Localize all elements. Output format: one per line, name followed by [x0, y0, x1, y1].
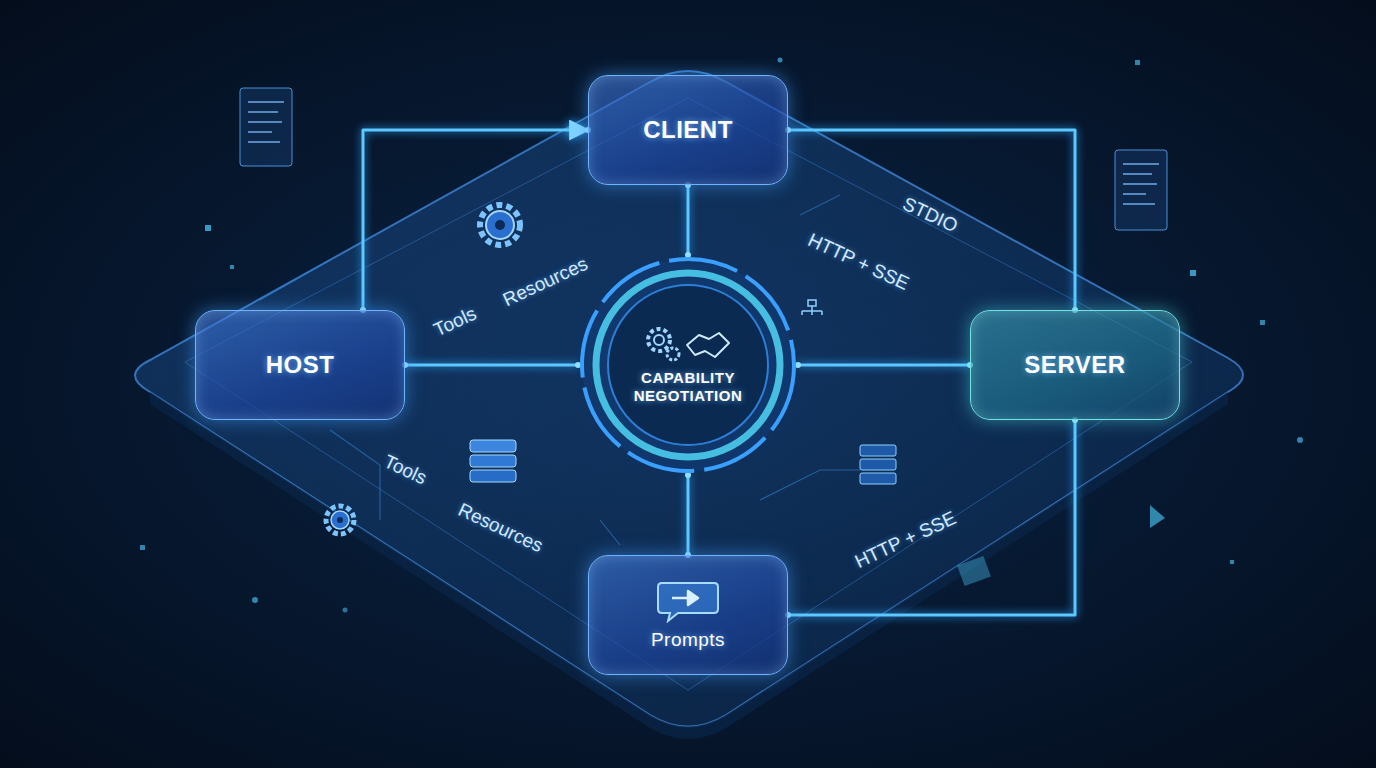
- node-text: Prompts: [651, 629, 725, 651]
- connector: [687, 475, 690, 555]
- prompts-box: Prompts: [588, 555, 788, 675]
- connector: [687, 185, 690, 255]
- node-text: CLIENT: [643, 116, 733, 144]
- client-box: CLIENT: [588, 75, 788, 185]
- connector: [798, 364, 970, 367]
- connector: [405, 364, 578, 367]
- platform: [135, 71, 1243, 739]
- connector: [788, 130, 1075, 310]
- network-icon: [802, 300, 822, 315]
- host-box: HOST: [195, 310, 405, 420]
- server-rack-icon: [860, 445, 896, 484]
- node-text: SERVER: [1024, 351, 1125, 379]
- node-text: HOST: [266, 351, 335, 379]
- gear-icon: [326, 506, 354, 534]
- negotiation-circle: CAPABILITY NEGOTIATION: [578, 255, 798, 475]
- prompt-bubble-icon: [656, 579, 720, 623]
- node-text: CAPABILITY NEGOTIATION: [618, 369, 758, 405]
- connector: [788, 420, 1075, 615]
- gear-icon: [480, 205, 520, 245]
- negotiation-ring: [578, 255, 798, 475]
- particles: [140, 58, 1303, 613]
- server-box: SERVER: [970, 310, 1180, 420]
- gear-handshake-icon: [643, 325, 733, 363]
- stack-icon: [470, 440, 516, 482]
